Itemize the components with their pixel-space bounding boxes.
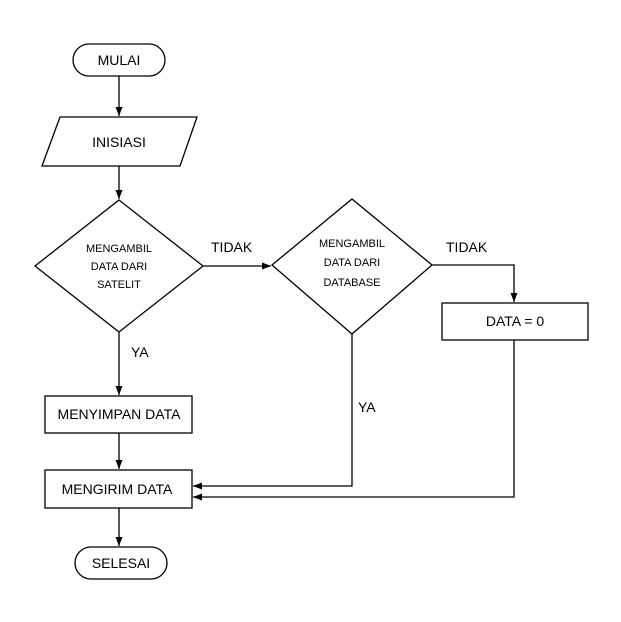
init-label: INISIASI — [92, 134, 146, 150]
decision-database-line-2: DATA DARI — [324, 257, 380, 269]
start-node: MULAI — [72, 43, 166, 77]
decision-database-line-3: DATABASE — [323, 277, 380, 289]
decision-satellite-line-2: DATA DARI — [91, 261, 147, 273]
send-data-label: MENGIRIM DATA — [62, 481, 173, 497]
decision-satellite-line-1: MENGAMBIL — [86, 243, 152, 255]
edge-label-database-no: TIDAK — [446, 239, 488, 255]
start-label: MULAI — [98, 52, 141, 68]
end-label: SELESAI — [92, 555, 150, 571]
decision-satellite-node: MENGAMBIL DATA DARI SATELIT — [33, 199, 205, 333]
decision-database-line-1: MENGAMBIL — [319, 238, 385, 250]
edge-label-satellite-yes: YA — [131, 344, 149, 360]
decision-database-node: MENGAMBIL DATA DARI DATABASE — [270, 198, 434, 335]
edge-label-satellite-no: TIDAK — [211, 239, 253, 255]
send-data-node: MENGIRIM DATA — [44, 469, 193, 509]
arrow-database-no — [432, 264, 518, 302]
arrow-data-zero-to-send — [193, 340, 515, 501]
data-zero-label: DATA = 0 — [486, 313, 544, 329]
edge-label-database-yes: YA — [358, 399, 376, 415]
init-node: INISIASI — [41, 116, 198, 167]
data-zero-node: DATA = 0 — [441, 302, 589, 341]
decision-satellite-line-3: SATELIT — [97, 279, 141, 291]
end-node: SELESAI — [74, 546, 168, 580]
save-data-label: MENYIMPAN DATA — [58, 406, 182, 422]
arrow-database-yes — [193, 334, 353, 490]
save-data-node: MENYIMPAN DATA — [44, 395, 193, 434]
